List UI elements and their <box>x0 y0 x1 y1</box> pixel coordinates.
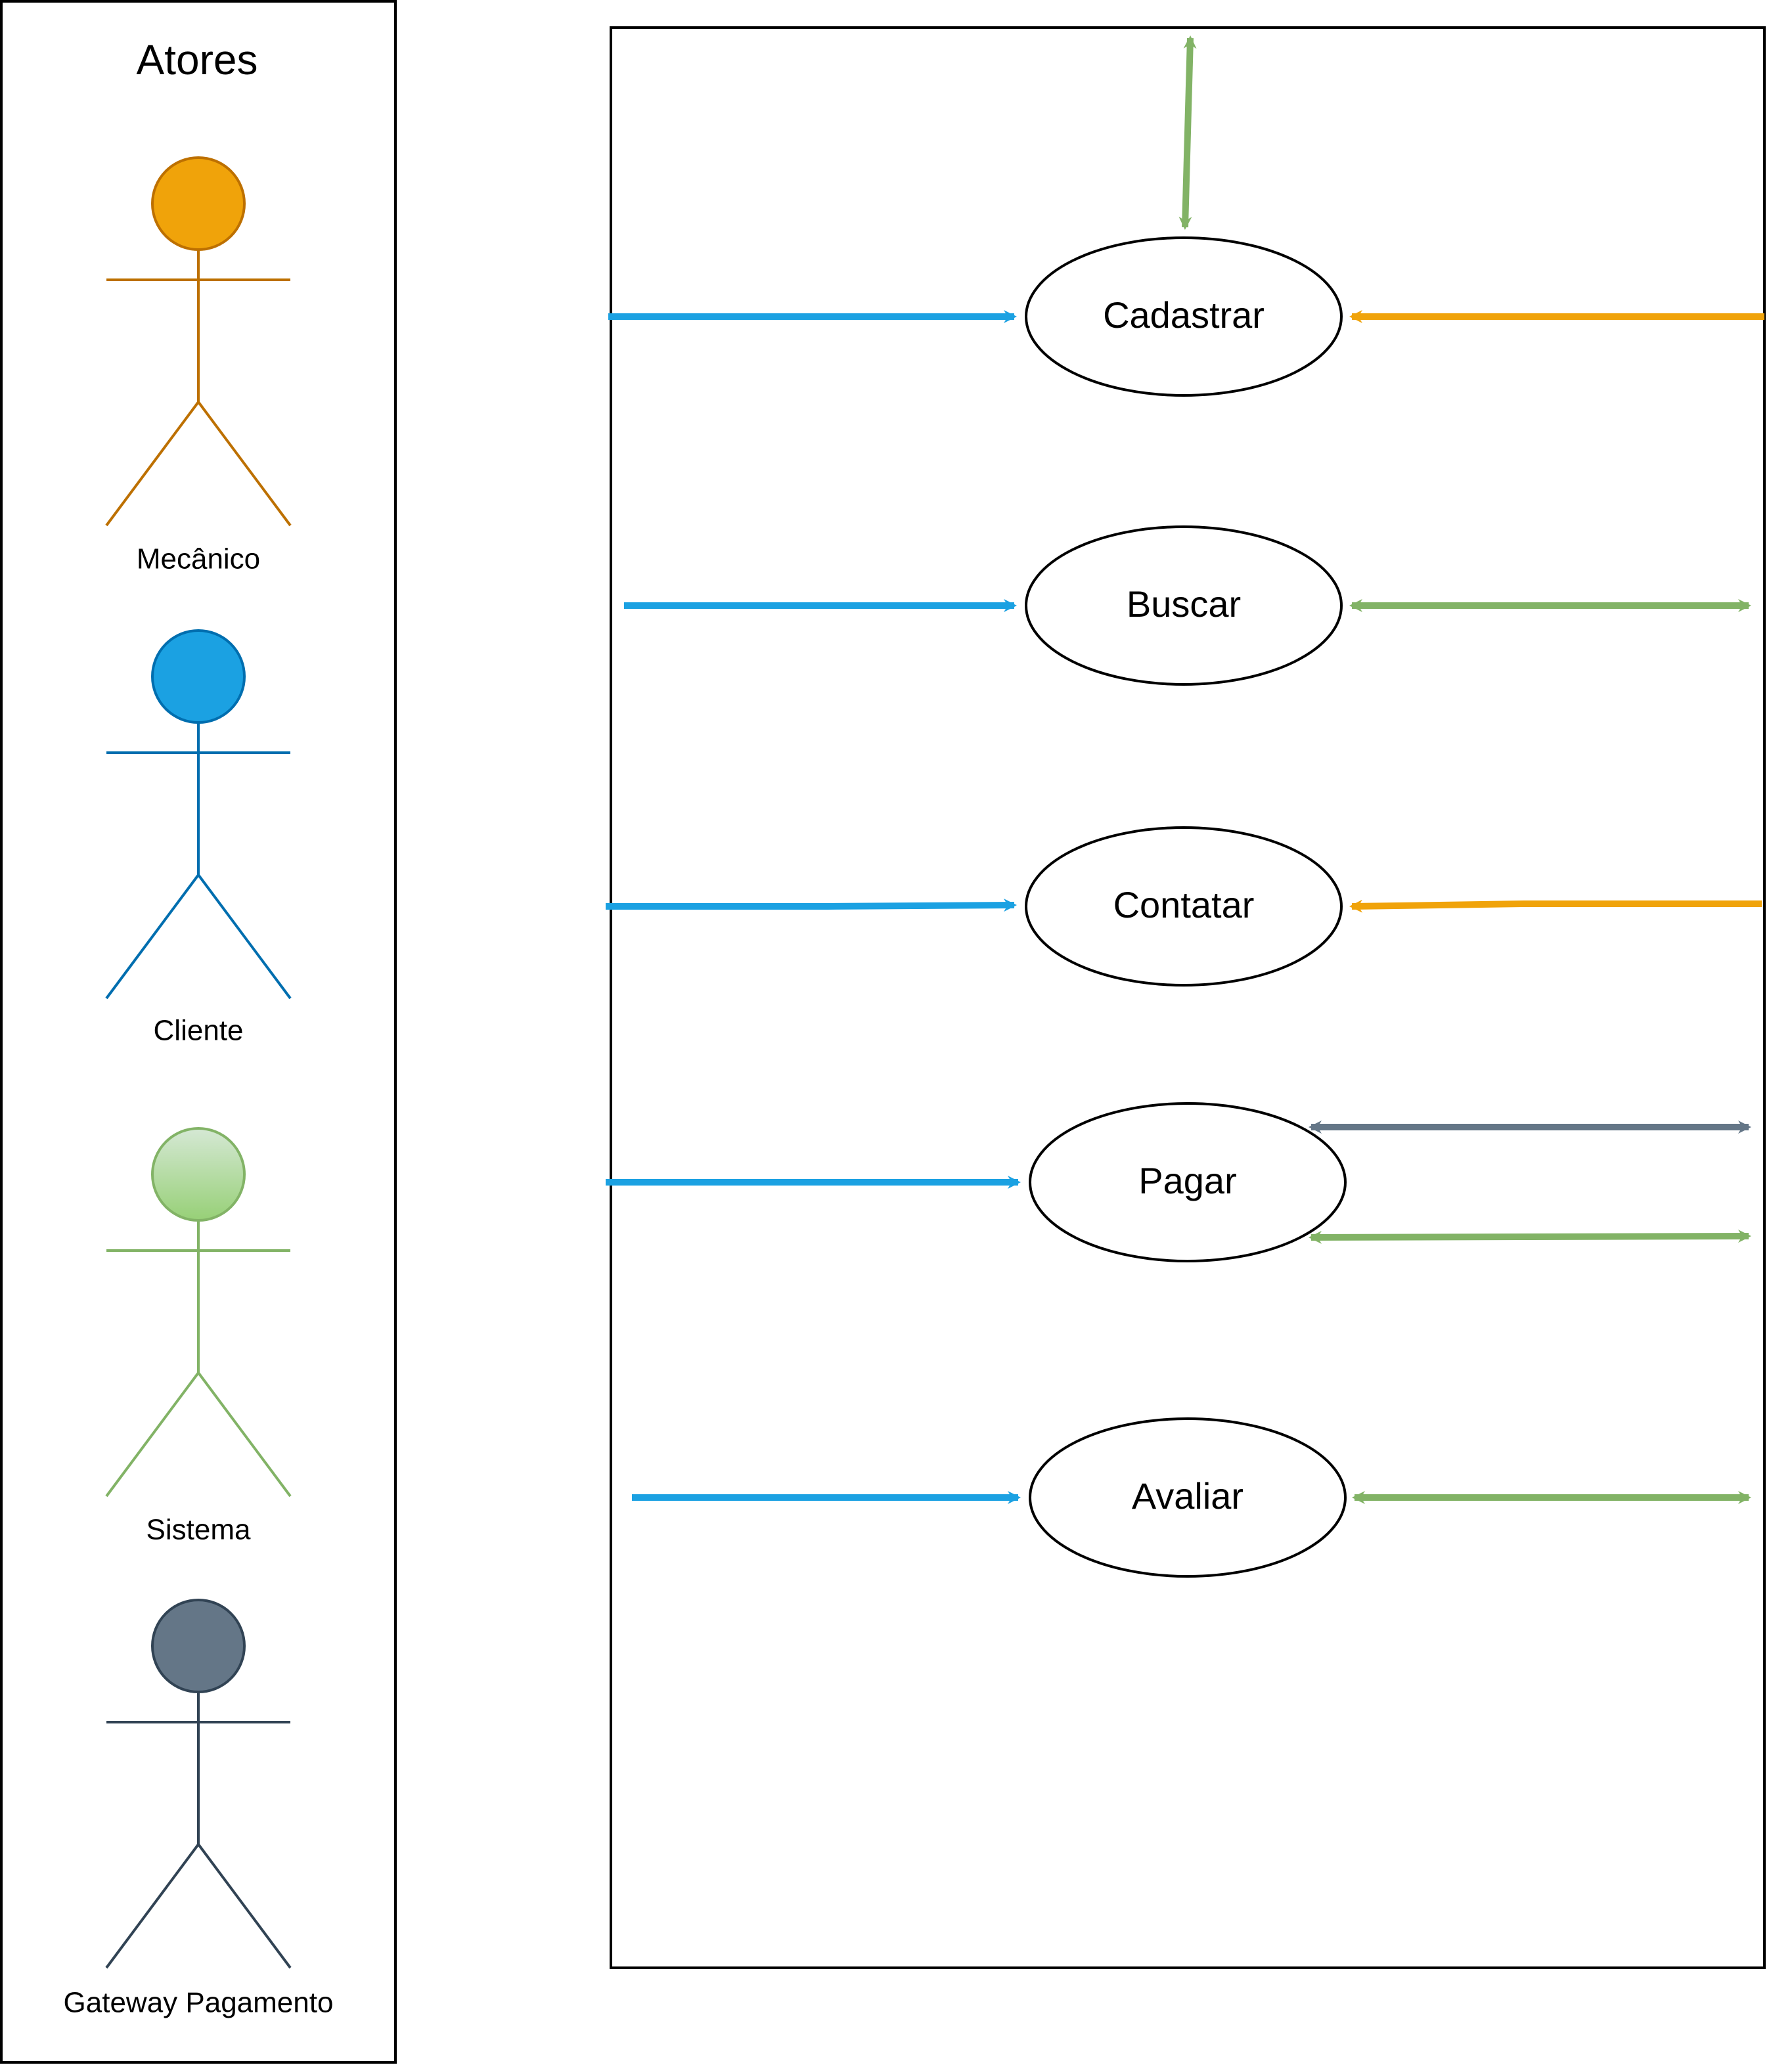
use-case-pagar[interactable]: Pagar <box>1029 1102 1347 1262</box>
actors-panel-title: Atores <box>137 36 258 83</box>
actor-mecanico-head <box>151 156 246 251</box>
actor-cliente[interactable]: Cliente <box>105 629 292 1047</box>
actor-mecanico[interactable]: Mecânico <box>105 156 292 575</box>
use-case-avaliar[interactable]: Avaliar <box>1029 1417 1347 1578</box>
actor-mecanico-label: Mecânico <box>137 543 260 575</box>
use-case-cadastrar-label: Cadastrar <box>1103 294 1265 336</box>
use-case-cadastrar[interactable]: Cadastrar <box>1025 236 1343 397</box>
use-case-contatar-label: Contatar <box>1113 884 1255 925</box>
connector-sistema-pagar[interactable] <box>1309 1230 1751 1244</box>
actor-cliente-label: Cliente <box>154 1015 244 1047</box>
actor-gateway[interactable]: Gateway Pagamento <box>64 1599 334 2019</box>
use-case-contatar[interactable]: Contatar <box>1025 826 1343 987</box>
use-case-pagar-label: Pagar <box>1138 1160 1236 1201</box>
connector-sistema-cadastrar[interactable] <box>1178 35 1197 230</box>
use-case-buscar[interactable]: Buscar <box>1025 525 1343 686</box>
connector-cliente-contatar[interactable] <box>606 899 1017 912</box>
use-case-buscar-label: Buscar <box>1127 583 1241 625</box>
actor-cliente-head <box>151 629 246 724</box>
actor-gateway-head <box>151 1599 246 1693</box>
actor-sistema-head <box>151 1127 246 1222</box>
connectors <box>606 35 1764 1504</box>
connector-mecanico-contatar[interactable] <box>1349 899 1762 913</box>
actor-sistema-label: Sistema <box>146 1514 251 1546</box>
actor-gateway-label: Gateway Pagamento <box>64 1987 334 2019</box>
use-case-avaliar-label: Avaliar <box>1132 1475 1243 1517</box>
actor-sistema[interactable]: Sistema <box>105 1127 292 1546</box>
